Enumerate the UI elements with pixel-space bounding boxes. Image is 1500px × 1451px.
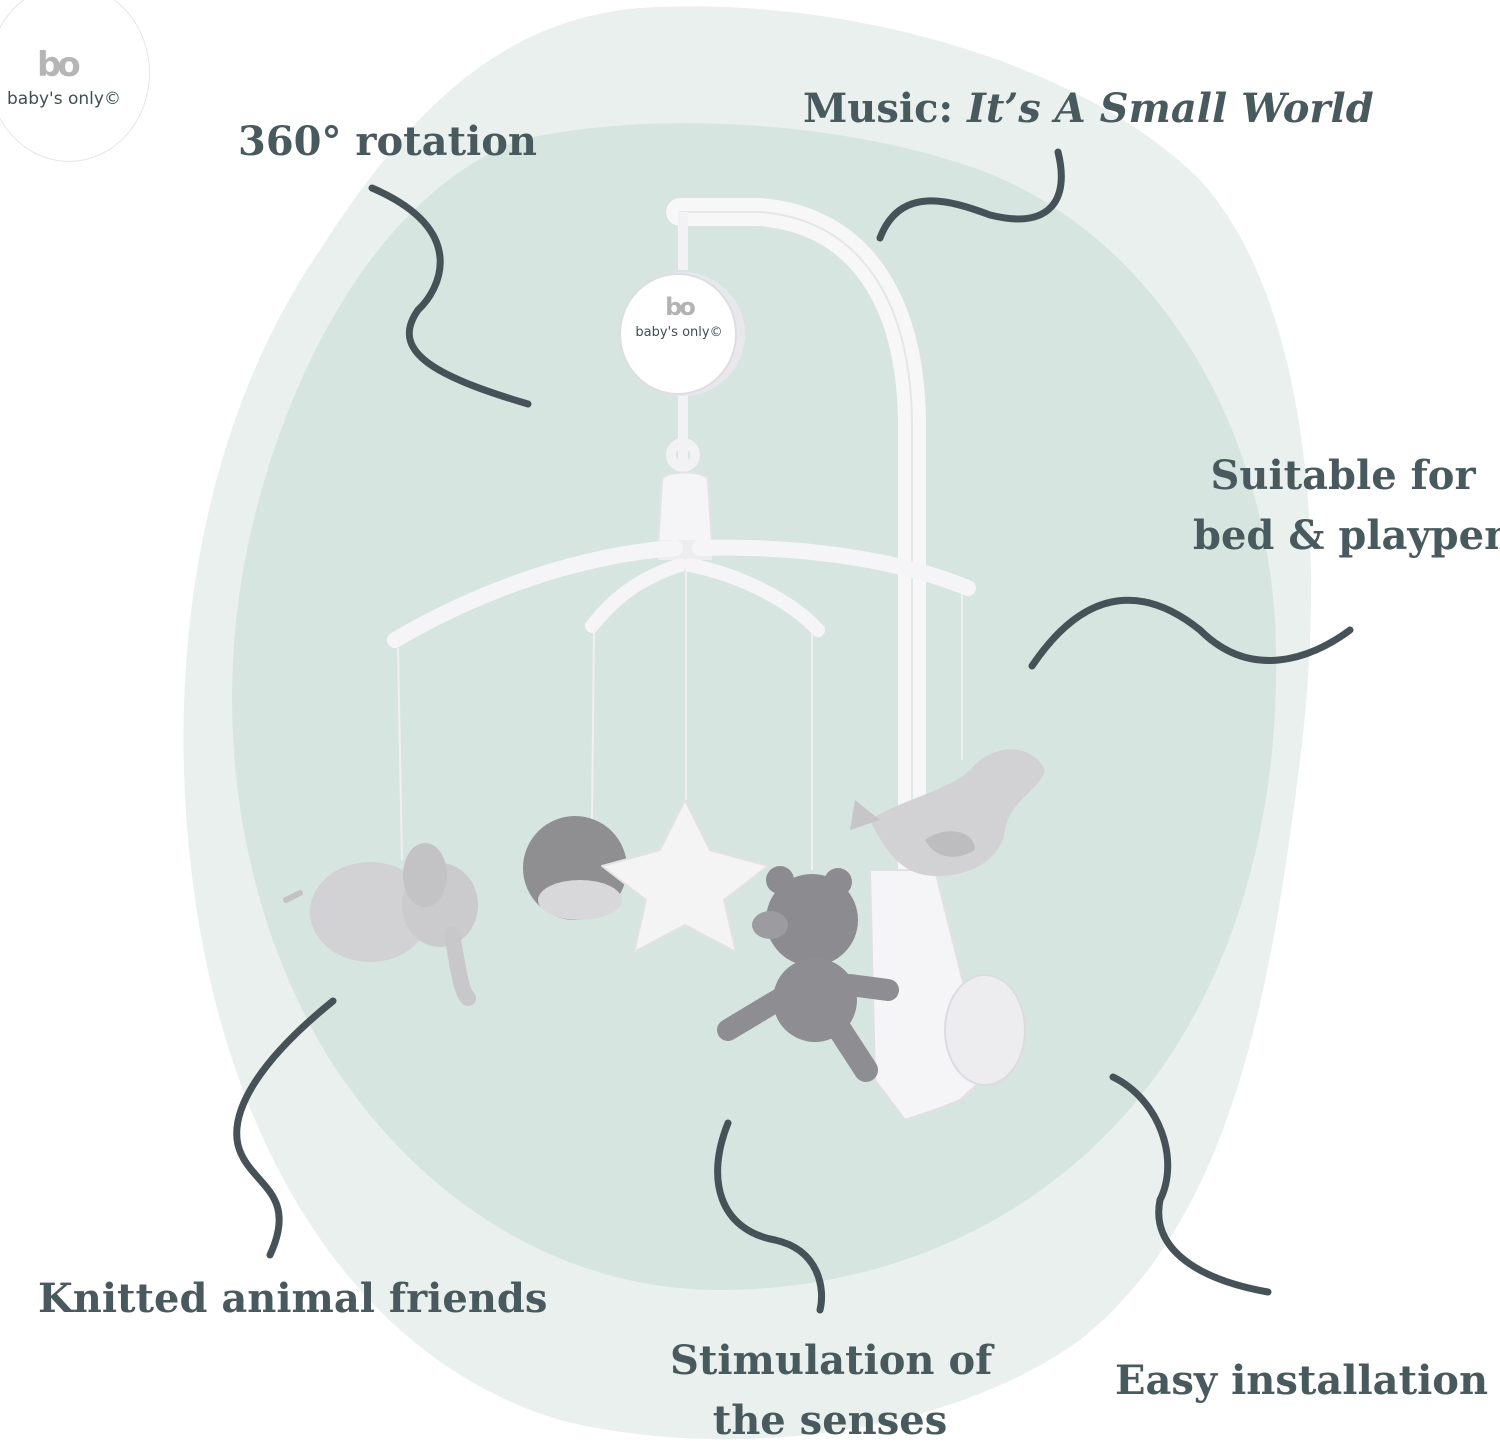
mobile-arms xyxy=(387,539,976,648)
brand-logo-text: baby's only© xyxy=(7,89,121,109)
toy-bird xyxy=(850,749,1045,876)
toy-star xyxy=(601,799,769,953)
label-music-title: It’s A Small World xyxy=(967,85,1374,132)
squiggle-knitted xyxy=(233,997,337,1259)
music-box xyxy=(619,272,745,396)
label-stimulation-line1: Stimulation of xyxy=(670,1337,993,1384)
mobile-support-arm xyxy=(666,198,926,1014)
mobile-strings xyxy=(397,570,963,870)
toy-bear xyxy=(717,866,899,1082)
label-music-prefix: Music: xyxy=(803,85,968,132)
label-installation: Easy installation xyxy=(1115,1357,1489,1404)
label-rotation: 360° rotation xyxy=(238,118,538,165)
music-box-logo-text: baby's only© xyxy=(635,325,723,340)
label-stimulation: Stimulation of the senses xyxy=(670,1337,993,1445)
label-music: Music: It’s A Small World xyxy=(803,85,1374,133)
squiggle-stimulation xyxy=(714,1119,826,1314)
squiggle-music xyxy=(876,148,1065,242)
label-suitable-line2: bed & playpen xyxy=(1193,512,1500,559)
mobile-hooks xyxy=(666,212,700,472)
background-blob-inner xyxy=(232,123,1277,1290)
label-knitted: Knitted animal friends xyxy=(38,1275,548,1322)
mobile-clamp xyxy=(868,869,1026,1122)
label-suitable: Suitable for bed & playpen xyxy=(1193,452,1500,560)
music-box-logo-mark: bo xyxy=(665,293,696,321)
brand-logo: bo baby's only© xyxy=(0,0,150,162)
squiggle-installation xyxy=(1109,1073,1272,1296)
squiggle-rotation xyxy=(368,184,532,408)
toy-elephant xyxy=(283,843,478,1006)
label-suitable-line1: Suitable for xyxy=(1210,452,1476,499)
squiggle-suitable xyxy=(1028,596,1354,670)
brand-logo-mark: bo xyxy=(37,45,81,85)
toy-whale xyxy=(523,816,627,920)
music-box-logo: bo baby's only© xyxy=(620,295,738,340)
label-stimulation-line2: the senses xyxy=(712,1397,948,1444)
